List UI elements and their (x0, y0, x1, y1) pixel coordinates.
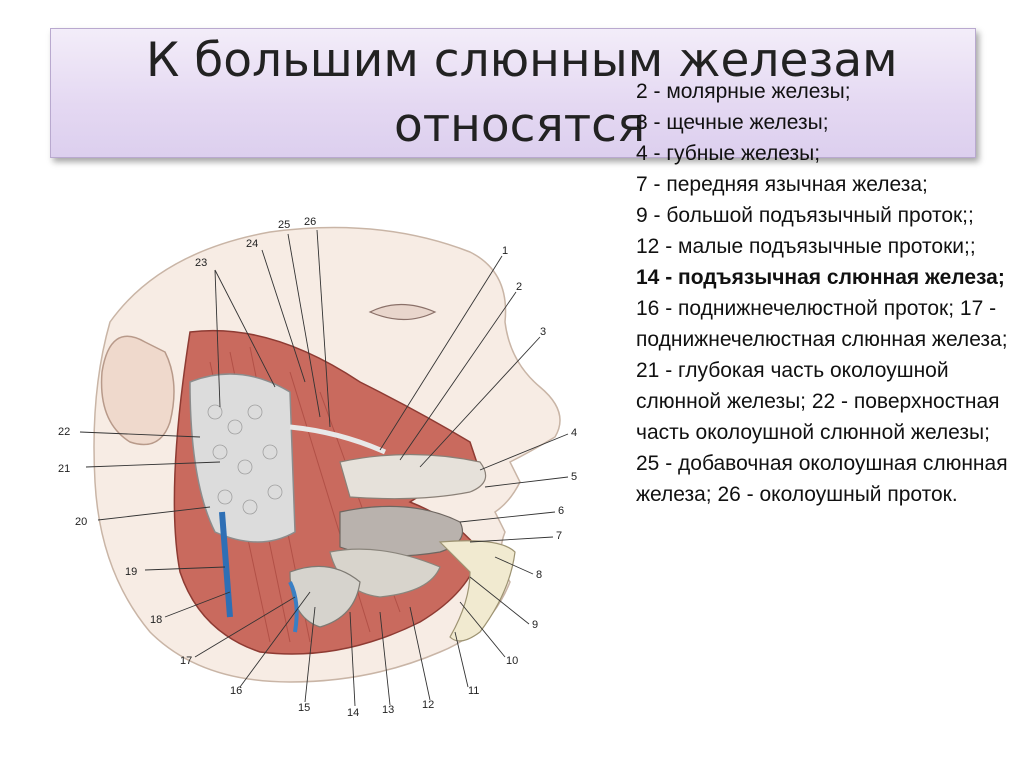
title-banner (50, 28, 976, 158)
label-25: 25 (278, 219, 290, 231)
slide-title-line-2: относятся (394, 98, 646, 153)
vein (219, 511, 233, 618)
label-4: 4 (571, 427, 577, 439)
salivary-glands-illustration: 1 2 3 4 5 6 7 8 9 10 11 12 13 14 15 16 1… (58, 216, 577, 719)
label-23: 23 (195, 257, 207, 269)
label-5: 5 (571, 471, 577, 483)
label-24: 24 (246, 238, 258, 250)
legend-item: 4 - губные железы; (636, 142, 821, 165)
label-12: 12 (422, 699, 434, 711)
legend-item: 2 - молярные железы; (636, 80, 851, 103)
label-16: 16 (230, 685, 242, 697)
legend-item-highlight: 14 - подъязычная слюнная железа; (636, 266, 1005, 289)
legend-item: 3 - щечные железы; (636, 111, 829, 134)
label-18: 18 (150, 614, 162, 626)
legend-item: 12 - малые подъязычные протоки;; (636, 235, 976, 258)
label-1: 1 (502, 245, 508, 257)
legend-item: 16 - поднижнечелюстной проток; 17 - подн… (636, 297, 1008, 506)
label-13: 13 (382, 704, 394, 716)
label-14: 14 (347, 707, 359, 719)
oral-region (339, 453, 487, 500)
label-10: 10 (506, 655, 518, 667)
legend-text: 2 - молярные железы; 3 - щечные железы; … (636, 76, 1016, 510)
label-17: 17 (180, 655, 192, 667)
legend-item: 9 - большой подъязычный проток;; (636, 204, 974, 227)
label-26: 26 (304, 216, 316, 228)
parotid-gland (189, 373, 296, 543)
parotid-duct (289, 424, 387, 455)
slide-title-line-1: К большим слюнным железам (146, 33, 898, 88)
label-21: 21 (58, 463, 70, 475)
eye (368, 303, 437, 321)
label-9: 9 (532, 619, 538, 631)
artery (288, 581, 299, 633)
label-19: 19 (125, 566, 137, 578)
label-15: 15 (298, 702, 310, 714)
label-20: 20 (75, 516, 87, 528)
label-22: 22 (58, 426, 70, 438)
label-3: 3 (540, 326, 546, 338)
label-2: 2 (516, 281, 522, 293)
label-6: 6 (558, 505, 564, 517)
label-8: 8 (536, 569, 542, 581)
legend-item: 7 - передняя язычная железа; (636, 173, 928, 196)
label-7: 7 (556, 530, 562, 542)
ear (100, 335, 175, 446)
label-11: 11 (468, 685, 479, 697)
mandible (438, 540, 516, 642)
